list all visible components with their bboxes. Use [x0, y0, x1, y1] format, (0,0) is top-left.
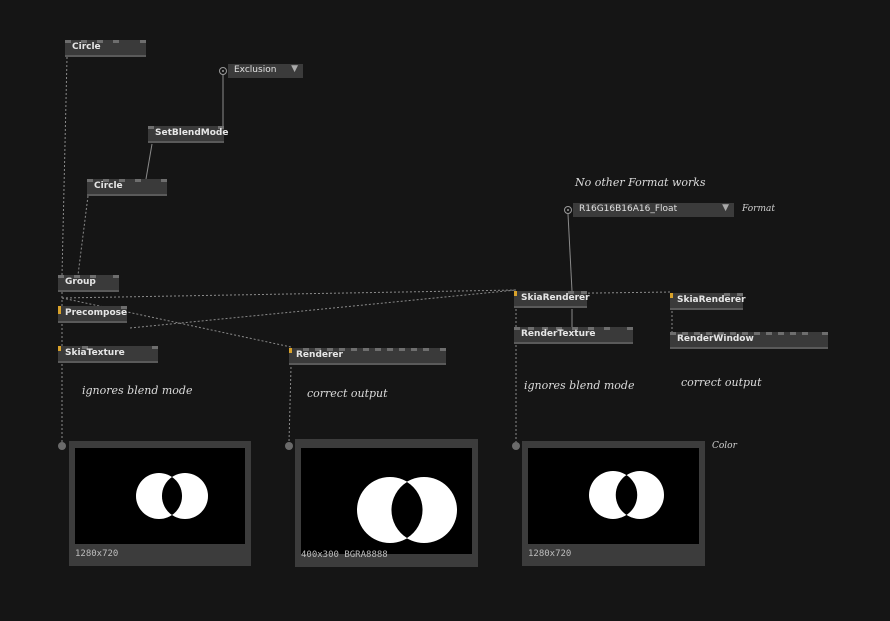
link-circle2-group	[77, 195, 89, 276]
node-rendertexture[interactable]: RenderTexture	[514, 327, 633, 344]
node-group[interactable]: Group	[58, 275, 119, 292]
node-circle-top[interactable]: Circle	[65, 40, 146, 57]
node-label: SkiaTexture	[65, 348, 125, 358]
node-skiarenderer-2[interactable]: SkiaRenderer	[670, 293, 746, 310]
link-group-skiarenderer	[61, 289, 517, 299]
circles-image	[357, 477, 457, 543]
comment-no-other-format: No other Format works	[575, 176, 706, 189]
preview-screen	[75, 448, 245, 544]
preview-input-dot[interactable]	[285, 442, 293, 450]
comment-correct-output-1: correct output	[307, 387, 388, 400]
node-circle-mid[interactable]: Circle	[87, 179, 167, 196]
preview-skiatexture[interactable]: 1280x720	[69, 441, 251, 566]
node-setblendmode[interactable]: SetBlendMode	[148, 126, 228, 143]
pin-label-color: Color	[712, 441, 737, 451]
iobox-dot-icon[interactable]	[219, 67, 227, 75]
node-label: Renderer	[296, 350, 343, 360]
enum-value: R16G16B16A16_Float	[579, 204, 678, 214]
node-label: Precompose	[65, 308, 128, 318]
preview-resolution: 1280x720	[75, 549, 119, 559]
chevron-down-icon[interactable]: ▼	[722, 203, 729, 213]
link-setblendmode-circle	[145, 143, 153, 180]
pin-label-format: Format	[742, 204, 775, 214]
enum-value: Exclusion	[234, 65, 277, 75]
preview-screen	[528, 448, 699, 544]
node-label: Circle	[94, 181, 123, 191]
circles-image	[136, 473, 208, 519]
node-label: SetBlendMode	[155, 128, 229, 138]
node-label: Group	[65, 277, 96, 287]
node-renderer[interactable]: Renderer	[289, 348, 446, 365]
comment-ignores-blend-1: ignores blend mode	[82, 384, 193, 397]
blend-mode-enum[interactable]: Exclusion ▼	[228, 64, 303, 78]
node-label: SkiaRenderer	[677, 295, 746, 305]
node-label: RenderWindow	[677, 334, 754, 344]
circles-image	[589, 471, 664, 519]
preview-resolution: 1280x720	[528, 549, 572, 559]
preview-resolution: 400x300 BGRA8888	[301, 550, 388, 560]
preview-input-dot[interactable]	[512, 442, 520, 450]
node-skiatexture[interactable]: SkiaTexture	[58, 346, 158, 363]
node-label: Circle	[72, 42, 101, 52]
format-enum[interactable]: R16G16B16A16_Float ▼	[573, 203, 734, 217]
iobox-dot-icon[interactable]	[564, 206, 572, 214]
preview-input-dot[interactable]	[58, 442, 66, 450]
node-label: RenderTexture	[521, 329, 596, 339]
preview-screen	[301, 448, 472, 554]
preview-rendertexture[interactable]: 1280x720	[522, 441, 705, 566]
comment-ignores-blend-2: ignores blend mode	[524, 379, 635, 392]
comment-correct-output-2: correct output	[681, 376, 762, 389]
chevron-down-icon[interactable]: ▼	[291, 64, 298, 74]
node-label: SkiaRenderer	[521, 293, 590, 303]
link-group-renderer	[61, 297, 292, 348]
preview-renderer[interactable]: 400x300 BGRA8888	[295, 439, 478, 567]
node-renderwindow[interactable]: RenderWindow	[670, 332, 828, 349]
node-precompose[interactable]: Precompose	[58, 306, 127, 323]
link-circle-group	[61, 56, 68, 276]
node-skiarenderer-1[interactable]: SkiaRenderer	[514, 291, 590, 308]
